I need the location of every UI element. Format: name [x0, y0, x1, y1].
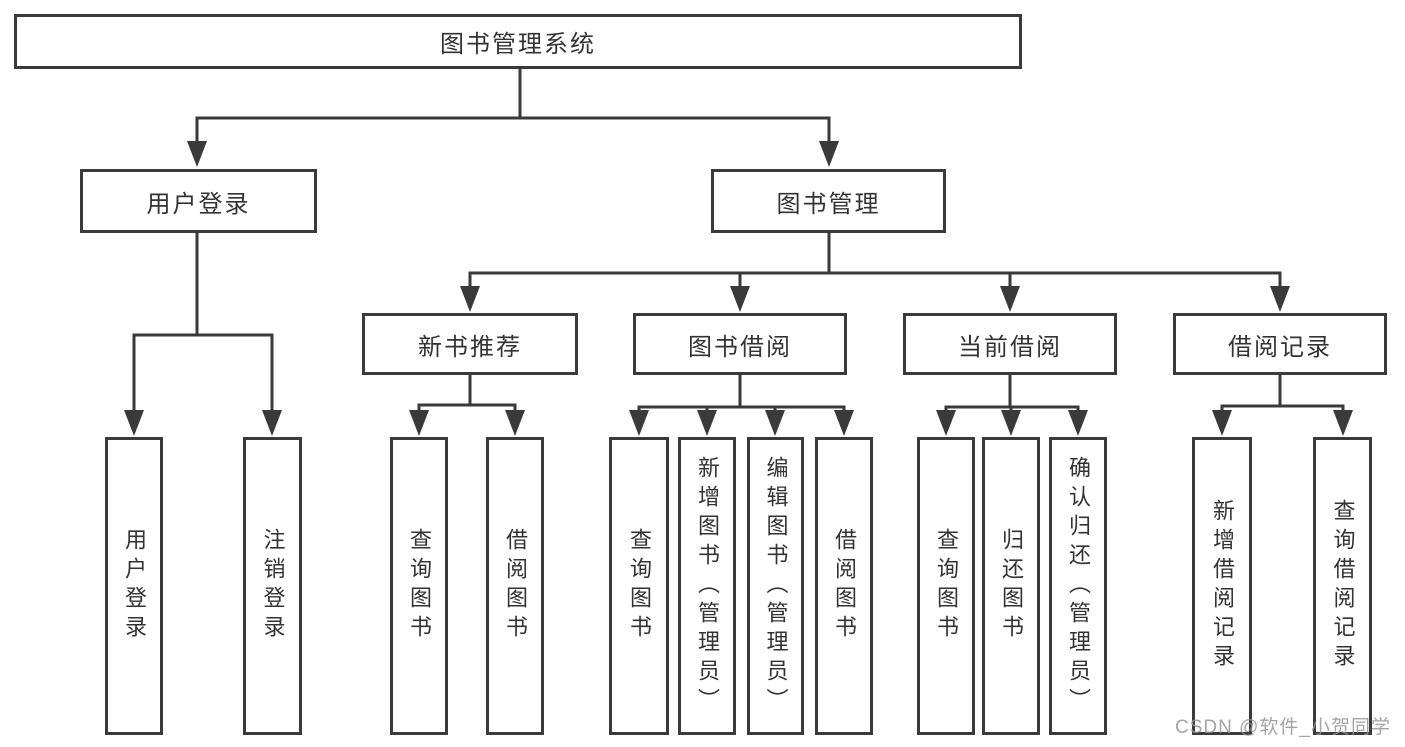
leaf-query-borrow-record-label: 查询借阅记录: [1330, 499, 1356, 673]
node-borrowing-records-label: 借阅记录: [1228, 333, 1332, 361]
leaf-confirm-return-admin: 确认归还（管理员）: [1049, 437, 1107, 735]
leaf-query-books-borrowing: 查询图书: [609, 437, 669, 735]
leaf-borrow-books-borrowing: 借阅图书: [815, 437, 873, 735]
leaf-borrow-books-recommend: 借阅图书: [486, 437, 544, 735]
leaf-query-borrow-record: 查询借阅记录: [1313, 437, 1372, 735]
node-book-management: 图书管理: [711, 169, 946, 233]
leaf-edit-books-admin: 编辑图书（管理员）: [747, 437, 804, 735]
watermark: CSDN @软件_小贺同学: [1175, 712, 1391, 739]
node-user-login: 用户登录: [80, 169, 317, 233]
leaf-user-login-label: 用户登录: [122, 528, 147, 644]
leaf-borrow-books-borrowing-label: 借阅图书: [832, 528, 857, 644]
leaf-query-books-recommend-label: 查询图书: [407, 528, 432, 644]
leaf-query-books-recommend: 查询图书: [390, 437, 448, 735]
leaf-query-books-borrowing-label: 查询图书: [627, 528, 652, 644]
leaf-logout: 注销登录: [243, 437, 302, 735]
leaf-query-books-current: 查询图书: [917, 437, 975, 735]
leaf-edit-books-admin-label: 编辑图书（管理员）: [763, 455, 789, 717]
node-current-borrowing-label: 当前借阅: [958, 333, 1062, 361]
node-new-book-recommend: 新书推荐: [362, 313, 578, 375]
leaf-add-borrow-record-label: 新增借阅记录: [1210, 499, 1235, 673]
leaf-user-login: 用户登录: [105, 437, 163, 735]
node-new-book-recommend-label: 新书推荐: [418, 333, 522, 361]
leaf-confirm-return-admin-label: 确认归还（管理员）: [1066, 455, 1091, 717]
watermark-text: CSDN @软件_小贺同学: [1175, 717, 1391, 738]
node-root: 图书管理系统: [14, 14, 1022, 69]
leaf-return-books: 归还图书: [982, 437, 1040, 735]
node-book-borrowing: 图书借阅: [633, 313, 847, 375]
node-book-borrowing-label: 图书借阅: [688, 333, 792, 361]
node-borrowing-records: 借阅记录: [1173, 313, 1387, 375]
leaf-add-books-admin-label: 新增图书（管理员）: [695, 455, 720, 717]
leaf-query-books-current-label: 查询图书: [934, 528, 959, 644]
node-root-label: 图书管理系统: [440, 31, 596, 58]
node-user-login-label: 用户登录: [146, 190, 251, 218]
node-current-borrowing: 当前借阅: [903, 313, 1117, 375]
leaf-logout-label: 注销登录: [260, 528, 286, 644]
leaf-add-borrow-record: 新增借阅记录: [1192, 437, 1252, 735]
leaf-return-books-label: 归还图书: [999, 528, 1024, 644]
node-book-management-label: 图书管理: [776, 190, 881, 218]
leaf-add-books-admin: 新增图书（管理员）: [678, 437, 736, 735]
leaf-borrow-books-recommend-label: 借阅图书: [503, 528, 528, 644]
